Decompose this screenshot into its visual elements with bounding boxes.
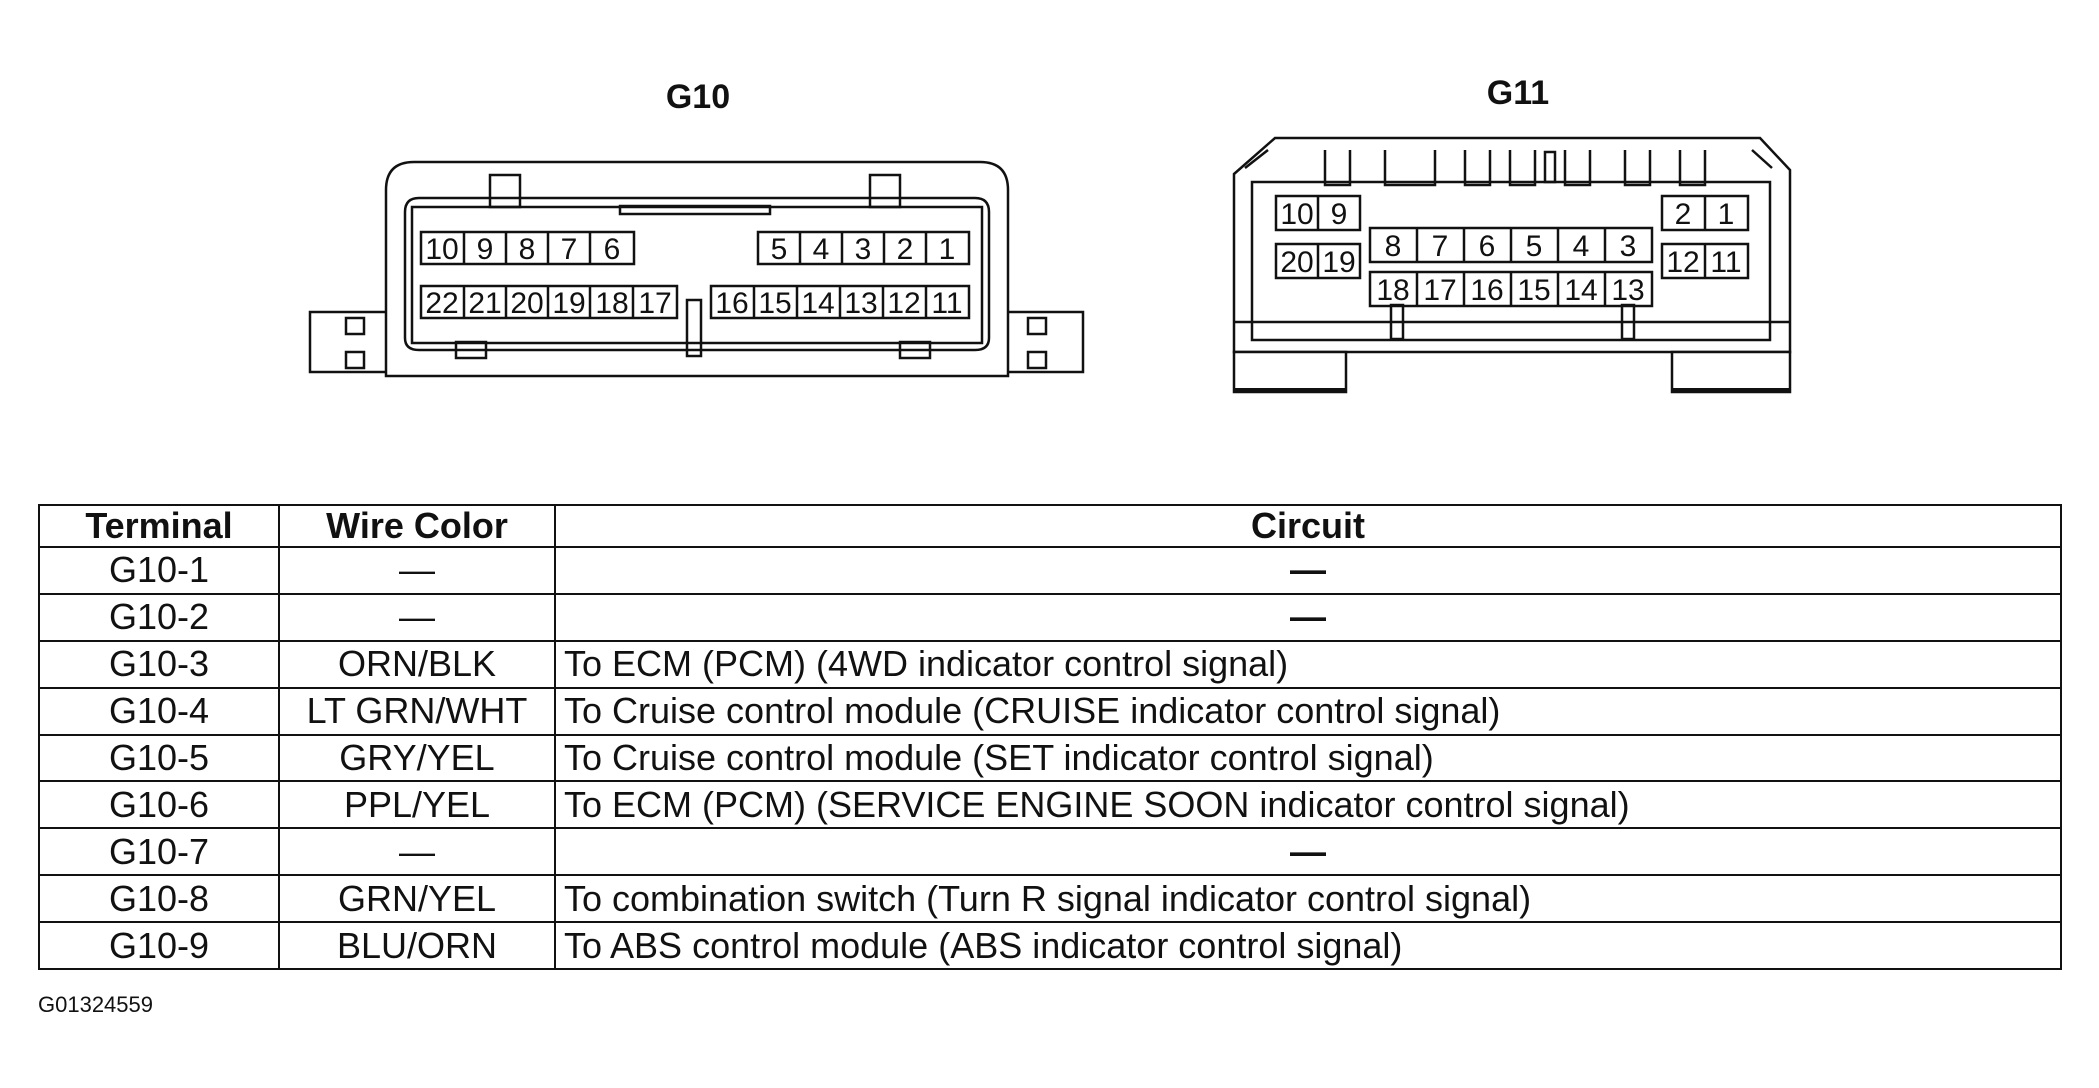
terminal-cell: G10-5 — [38, 733, 280, 783]
table-row: G10-2 — — — [38, 592, 2062, 642]
g10-pin: 5 — [771, 233, 788, 266]
g10-connector-body — [308, 160, 1085, 378]
g11-pin: 12 — [1666, 246, 1699, 279]
g10-pin: 18 — [595, 287, 628, 320]
circuit-cell: — — [554, 827, 2062, 877]
figure-id: G01324559 — [38, 992, 153, 1017]
g10-pin: 15 — [758, 287, 791, 320]
g11-pin: 11 — [1710, 246, 1741, 279]
wire-color-cell: — — [278, 827, 556, 877]
wire-color-cell: PPL/YEL — [278, 780, 556, 830]
terminal-cell: G10-6 — [38, 780, 280, 830]
g11-pin: 6 — [1479, 230, 1496, 263]
table-row: G10-4 LT GRN/WHT To Cruise control modul… — [38, 686, 2062, 736]
header-wire-color: Wire Color — [278, 504, 556, 548]
g11-pin: 5 — [1526, 230, 1543, 263]
g11-pin: 14 — [1564, 274, 1597, 307]
g10-pin: 9 — [477, 233, 494, 266]
connector-diagram: G10 G11 10 9 8 7 6 5 4 3 2 1 22 21 20 19… — [308, 74, 1792, 394]
wire-color-cell: — — [278, 546, 556, 595]
g11-pin: 15 — [1517, 274, 1550, 307]
table-row: G10-3 ORN/BLK To ECM (PCM) (4WD indicato… — [38, 639, 2062, 689]
g11-pin: 18 — [1376, 274, 1409, 307]
table-row: G10-8 GRN/YEL To combination switch (Tur… — [38, 874, 2062, 923]
g10-pin: 10 — [425, 233, 458, 266]
g10-pin: 12 — [887, 287, 920, 320]
terminal-cell: G10-8 — [38, 874, 280, 923]
table-row: G10-5 GRY/YEL To Cruise control module (… — [38, 733, 2062, 783]
terminal-table: Terminal Wire Color Circuit G10-1 — — G1… — [38, 504, 2062, 970]
g11-pin: 8 — [1385, 230, 1402, 263]
wire-color-cell: — — [278, 592, 556, 642]
circuit-cell: To Cruise control module (CRUISE indicat… — [554, 686, 2062, 736]
g10-pin: 20 — [510, 287, 543, 320]
g11-connector-body — [1232, 136, 1792, 394]
g10-pin: 17 — [638, 287, 671, 320]
header-circuit: Circuit — [554, 504, 2062, 548]
g10-pin: 8 — [519, 233, 536, 266]
g10-pin-labels: 10 9 8 7 6 5 4 3 2 1 22 21 20 19 18 17 1… — [425, 233, 962, 320]
table-row: G10-6 PPL/YEL To ECM (PCM) (SERVICE ENGI… — [38, 780, 2062, 830]
g11-pin: 2 — [1675, 198, 1692, 231]
circuit-cell: To Cruise control module (SET indicator … — [554, 733, 2062, 783]
g11-pin: 3 — [1620, 230, 1637, 263]
wire-color-cell: LT GRN/WHT — [278, 686, 556, 736]
table-row: G10-9 BLU/ORN To ABS control module (ABS… — [38, 921, 2062, 970]
table-row: G10-1 — — — [38, 546, 2062, 595]
g10-pin: 3 — [855, 233, 872, 266]
circuit-cell: To ECM (PCM) (4WD indicator control sign… — [554, 639, 2062, 689]
table-row: G10-7 — — — [38, 827, 2062, 877]
terminal-cell: G10-9 — [38, 921, 280, 970]
terminal-cell: G10-2 — [38, 592, 280, 642]
g10-pin: 4 — [813, 233, 830, 266]
terminal-cell: G10-1 — [38, 546, 280, 595]
circuit-cell: To ECM (PCM) (SERVICE ENGINE SOON indica… — [554, 780, 2062, 830]
g11-pin: 7 — [1432, 230, 1449, 263]
g10-pin: 22 — [425, 287, 458, 320]
circuit-cell: — — [554, 546, 2062, 595]
g11-pin: 17 — [1423, 274, 1456, 307]
g11-pin: 19 — [1322, 246, 1355, 279]
g10-pin: 7 — [561, 233, 578, 266]
g11-pin: 16 — [1470, 274, 1503, 307]
g10-pin: 11 — [931, 287, 962, 320]
header-terminal: Terminal — [38, 504, 280, 548]
g11-pin: 1 — [1718, 198, 1735, 231]
table-header-row: Terminal Wire Color Circuit — [38, 504, 2062, 548]
g11-title: G11 — [1487, 74, 1549, 112]
terminal-cell: G10-4 — [38, 686, 280, 736]
circuit-cell: To ABS control module (ABS indicator con… — [554, 921, 2062, 970]
wire-color-cell: ORN/BLK — [278, 639, 556, 689]
wire-color-cell: GRN/YEL — [278, 874, 556, 923]
g11-pin-labels: 10 9 20 19 8 7 6 5 4 3 18 17 16 15 14 13… — [1280, 198, 1741, 307]
g10-pin: 16 — [715, 287, 748, 320]
g10-pin: 2 — [897, 233, 914, 266]
g11-pin: 13 — [1611, 274, 1644, 307]
wire-color-cell: BLU/ORN — [278, 921, 556, 970]
g10-title: G10 — [666, 78, 730, 116]
g11-pin: 9 — [1331, 198, 1348, 231]
g10-pin: 21 — [468, 287, 501, 320]
g10-pin: 13 — [844, 287, 877, 320]
circuit-cell: — — [554, 592, 2062, 642]
g10-pin: 14 — [801, 287, 834, 320]
terminal-cell: G10-7 — [38, 827, 280, 877]
g10-pin: 19 — [552, 287, 585, 320]
g11-pin: 20 — [1280, 246, 1313, 279]
g10-pin: 1 — [939, 233, 956, 266]
circuit-cell: To combination switch (Turn R signal ind… — [554, 874, 2062, 923]
g10-pin: 6 — [604, 233, 621, 266]
wire-color-cell: GRY/YEL — [278, 733, 556, 783]
g11-pin: 4 — [1573, 230, 1590, 263]
terminal-cell: G10-3 — [38, 639, 280, 689]
g11-pin: 10 — [1280, 198, 1313, 231]
